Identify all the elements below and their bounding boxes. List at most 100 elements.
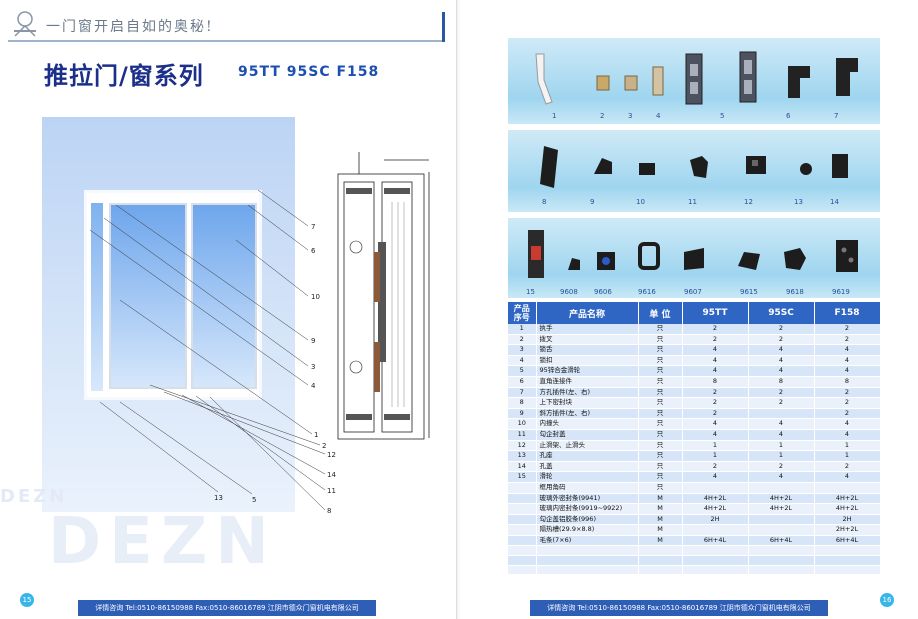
- diagonal-insert-icon: [594, 158, 612, 174]
- cell-name: 执手: [536, 324, 639, 335]
- window-sash-right: [191, 203, 257, 389]
- cell-95tt: 4H+2L: [682, 503, 749, 515]
- cell-name: 直角连接件: [536, 376, 639, 388]
- cell-95sc: [748, 514, 815, 526]
- cell-95tt: 4: [682, 471, 749, 483]
- cell-f158: 4: [814, 365, 881, 377]
- stopper-icon: [746, 156, 766, 174]
- watermark: DEZN: [48, 505, 277, 579]
- cell-seq: 8: [508, 397, 537, 409]
- part-9616-icon: [638, 242, 660, 270]
- part-label: 14: [830, 198, 839, 206]
- page-number-left: 15: [20, 593, 34, 607]
- cell-seq: [508, 482, 537, 494]
- part-label: 8: [542, 198, 547, 206]
- part-label: 10: [636, 198, 645, 206]
- hole-seat-icon: [800, 163, 812, 175]
- cell-f158: 4H+2L: [814, 503, 881, 515]
- cell-95tt: 2: [682, 334, 749, 346]
- cell-name: 孔盖: [536, 461, 639, 473]
- callout-label: 14: [327, 471, 336, 479]
- cell-95sc: 8: [748, 376, 815, 388]
- cell-f158: [814, 565, 881, 576]
- cell-95tt: 4: [682, 418, 749, 430]
- cell-95sc: [748, 565, 815, 576]
- cell-f158: [814, 545, 881, 557]
- cell-95tt: 4: [682, 429, 749, 441]
- cell-f158: 1: [814, 450, 881, 462]
- cell-95sc: 1: [748, 440, 815, 452]
- part-9618-icon: [784, 248, 806, 270]
- cell-f158: 2H: [814, 514, 881, 526]
- cell-95sc: 4H+2L: [748, 493, 815, 505]
- cell-95sc: 4: [748, 355, 815, 367]
- table-row: [508, 555, 881, 566]
- callout-label: 13: [214, 494, 223, 502]
- watermark-small: DEZN: [0, 486, 68, 507]
- corner-connector-icon: [788, 66, 810, 98]
- cell-95sc: 4: [748, 471, 815, 483]
- left-page: 一门窗开启自如的奥秘! 推拉门/窗系列 95TT 95SC F158 DEZN …: [0, 0, 458, 619]
- cell-f158: 2: [814, 397, 881, 409]
- cell-f158: [814, 482, 881, 494]
- right-page: 1 2 3 4 5 6 7 8 9 10 11 12 13 14 15 9608: [460, 0, 918, 619]
- cell-f158: 4: [814, 355, 881, 367]
- cell-95tt: [682, 524, 749, 536]
- part-label: 9606: [594, 288, 612, 296]
- part-9615-icon: [738, 252, 760, 270]
- cell-unit: 只: [638, 471, 683, 483]
- cell-unit: 只: [638, 324, 683, 335]
- cell-name: 95锌合金滑轮: [536, 365, 639, 377]
- cell-f158: 2: [814, 387, 881, 399]
- cell-name: 勾企封盖: [536, 429, 639, 441]
- part-label: 9616: [638, 288, 656, 296]
- cell-seq: 5: [508, 365, 537, 377]
- cell-f158: 4H+2L: [814, 493, 881, 505]
- cell-name: [536, 555, 639, 566]
- part-label: 9: [590, 198, 595, 206]
- cell-seq: [508, 535, 537, 547]
- cell-name: [536, 545, 639, 557]
- cell-95tt: 2: [682, 387, 749, 399]
- header-name: 产品名称: [536, 302, 639, 324]
- cell-seq: [508, 524, 537, 536]
- cell-95tt: 4: [682, 355, 749, 367]
- callout-label: 5: [252, 496, 257, 504]
- cell-unit: [638, 555, 683, 566]
- square-insert-icon: [836, 58, 858, 96]
- callout-label: 11: [327, 487, 336, 495]
- cell-95sc: 2: [748, 461, 815, 473]
- part-label: 4: [656, 112, 661, 120]
- cell-unit: M: [638, 493, 683, 505]
- part-label: 9608: [560, 288, 578, 296]
- header-f158: F158: [814, 302, 881, 324]
- company-logo-icon: [14, 11, 36, 37]
- cell-95sc: 4: [748, 344, 815, 356]
- seal-block-icon: [540, 146, 558, 188]
- part-label: 11: [688, 198, 697, 206]
- table-row: [508, 565, 881, 576]
- model-list: 95TT 95SC F158: [238, 64, 380, 80]
- callout-label: 1: [314, 431, 319, 439]
- callout-label: 8: [327, 507, 332, 515]
- roller-wheel-icon: [528, 230, 544, 278]
- zinc-roller-icon: [685, 53, 703, 105]
- parts-strip-3: 15 9608 9606 9616 9607 9615 9618 9619: [508, 218, 880, 298]
- cell-95tt: [682, 545, 749, 557]
- cell-95sc: 2: [748, 397, 815, 409]
- cell-unit: [638, 565, 683, 576]
- cell-95tt: 1: [682, 450, 749, 462]
- callout-label: 3: [311, 363, 316, 371]
- cell-unit: 只: [638, 387, 683, 399]
- cell-95tt: [682, 482, 749, 494]
- cell-name: 框用角码: [536, 482, 639, 494]
- lock-tongue-icon: [624, 75, 638, 91]
- parts-strip-2: 8 9 10 11 12 13 14: [508, 130, 880, 212]
